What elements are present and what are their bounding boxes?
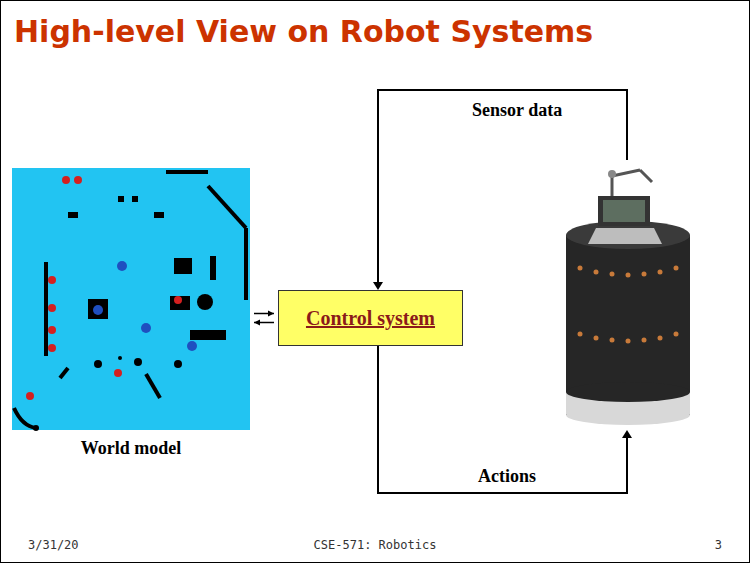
connector-arrow [254, 320, 274, 326]
process-box: Control system [278, 290, 463, 346]
connector-arrow [254, 311, 274, 317]
slide-date: 3/31/20 [28, 538, 79, 552]
slide-title: High-level View on Robot Systems [14, 14, 593, 49]
world-model: World model [12, 168, 250, 459]
course-name: CSE-571: Robotics [314, 538, 437, 552]
signal-label: Sensor data [470, 100, 564, 121]
robot-picture [528, 160, 720, 430]
world-map [12, 168, 250, 431]
signal-label: Actions [476, 466, 538, 487]
node-label: Control system [306, 307, 435, 330]
arrowhead [622, 430, 632, 438]
arrowhead [373, 282, 383, 290]
page-number: 3 [715, 538, 722, 552]
node-label: World model [12, 438, 250, 459]
